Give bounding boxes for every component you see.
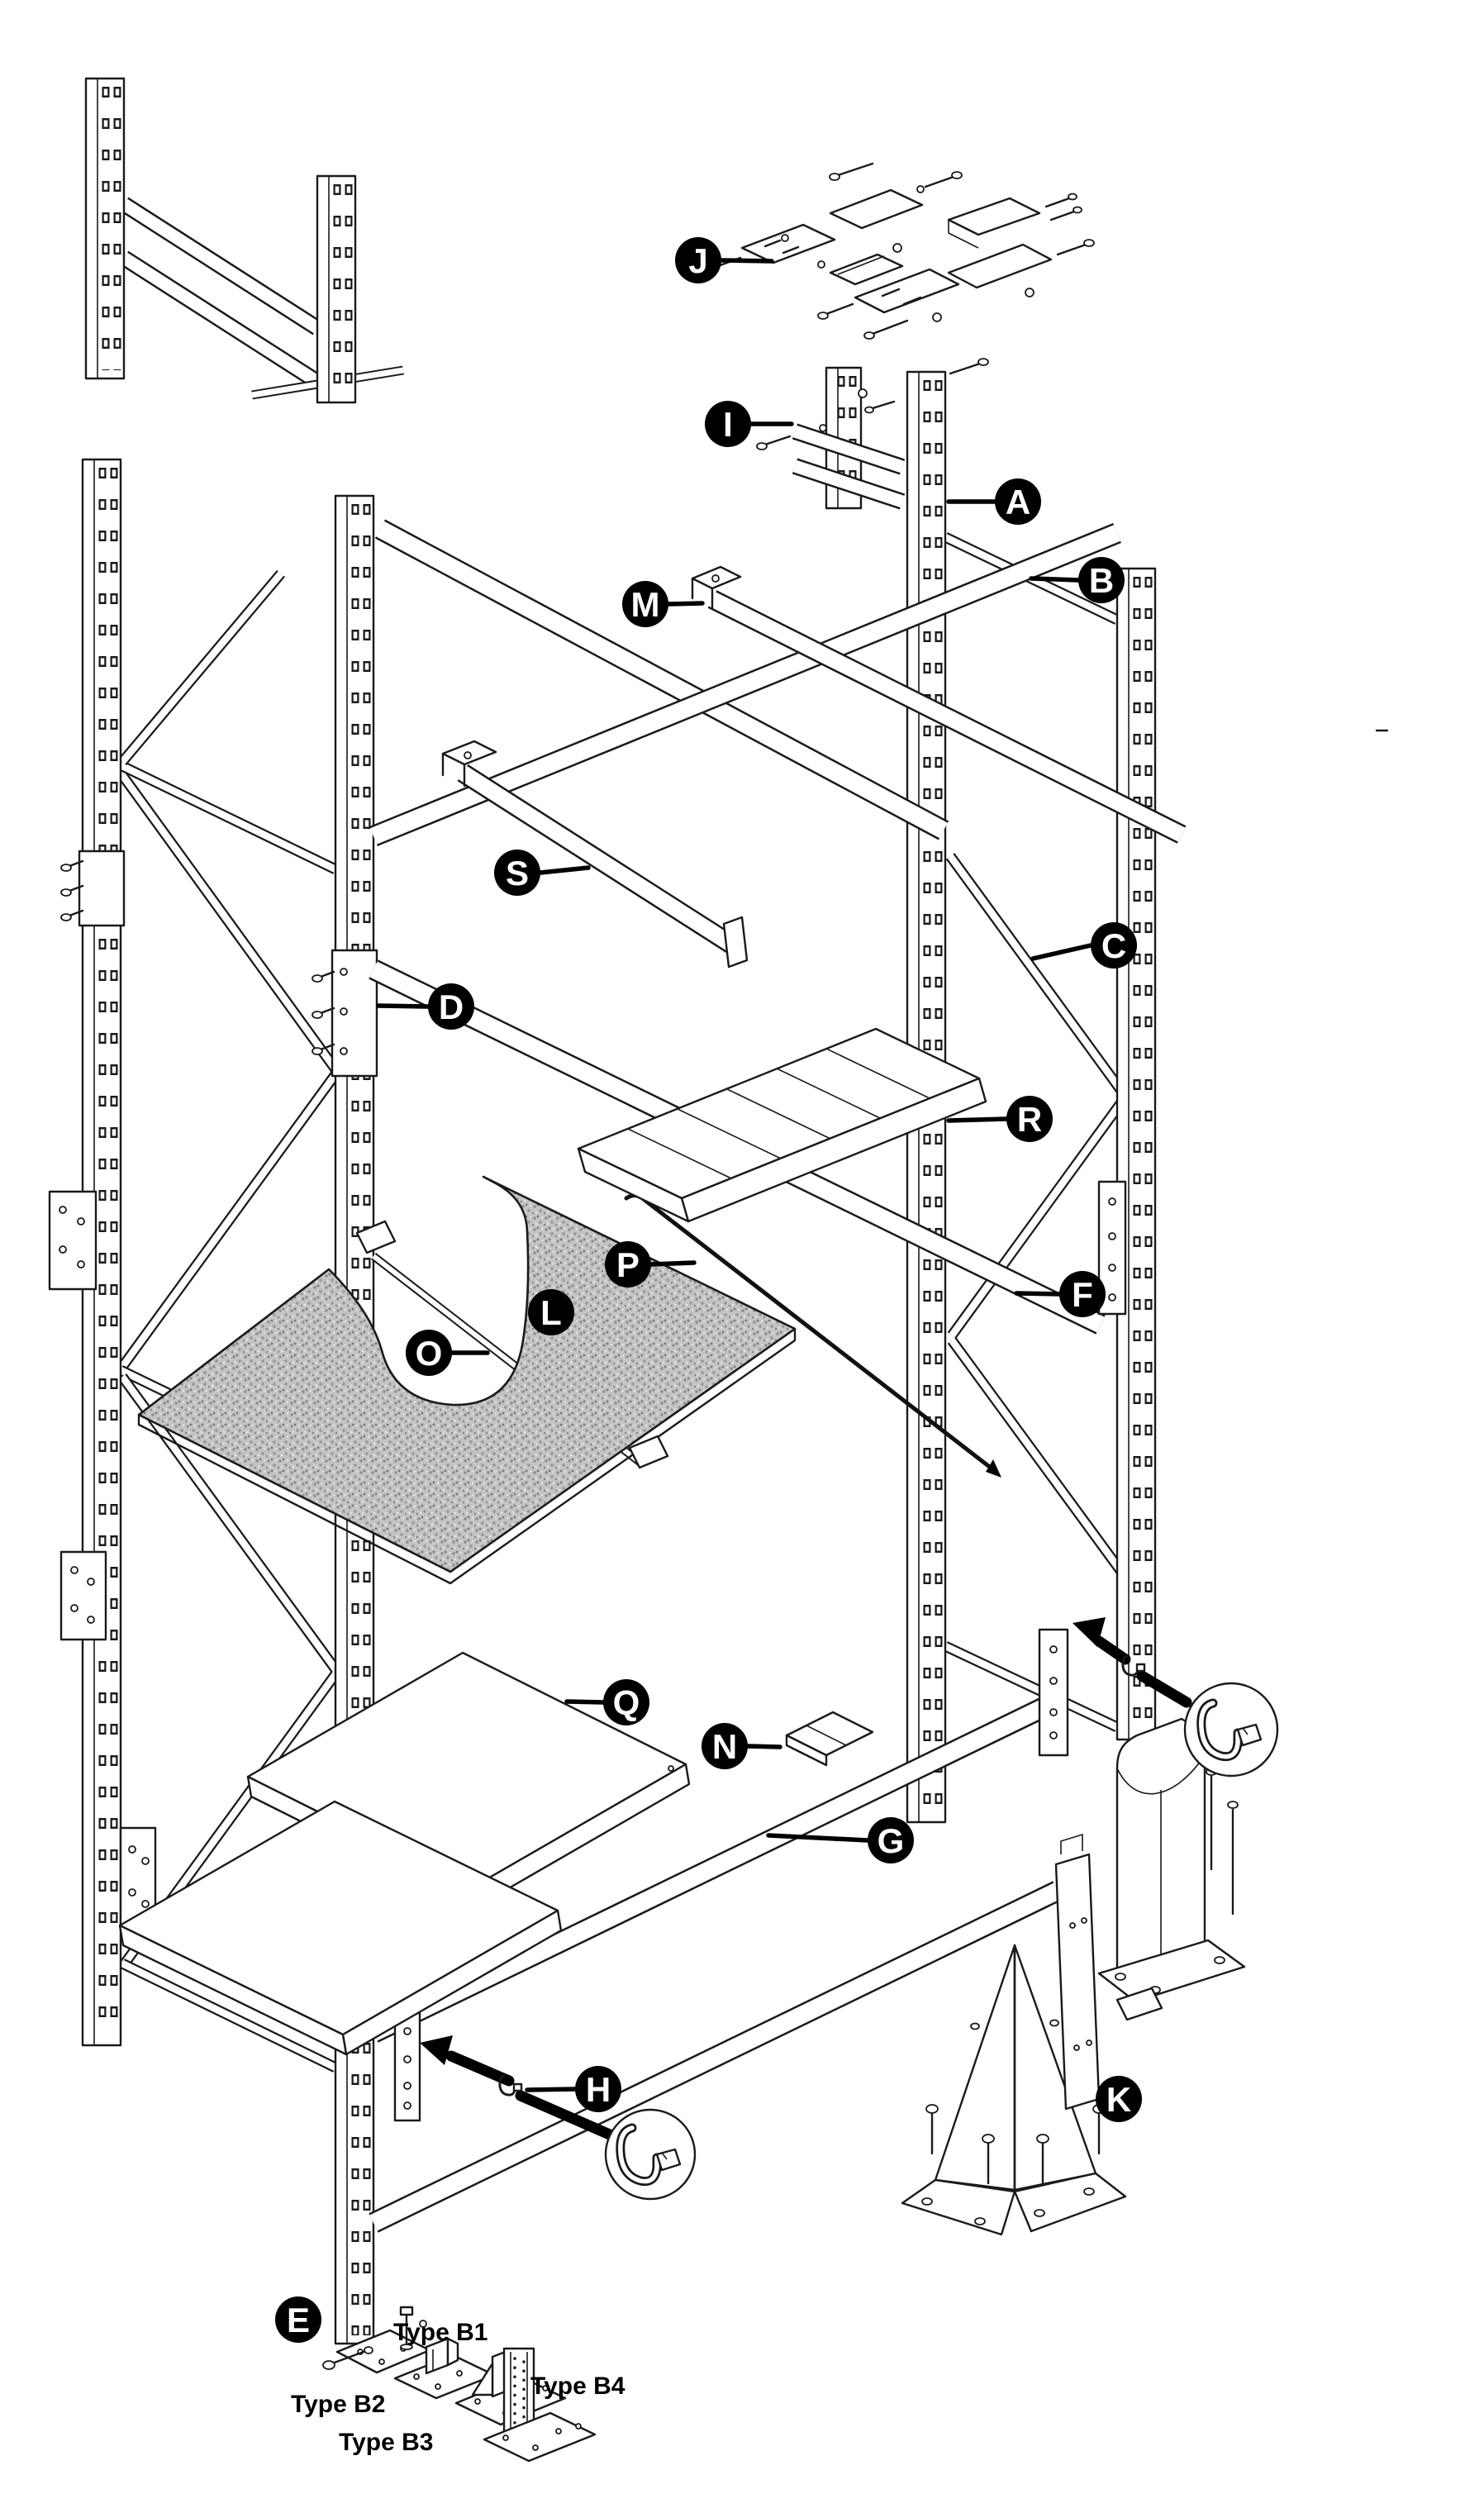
- type-b4-label: Type B4: [530, 2373, 625, 2400]
- corner-guard: [901, 1944, 1127, 2236]
- callout-letter-q: Q: [613, 1683, 640, 1722]
- callout-letter-c: C: [1101, 926, 1126, 965]
- callout-R: R: [946, 1096, 1053, 1142]
- magnifier-circle: [1183, 1682, 1279, 1778]
- callout-E: E: [275, 2296, 321, 2343]
- callout-letter-o: O: [416, 1334, 443, 1373]
- callout-letter-j: J: [688, 241, 707, 280]
- callout-letter-d: D: [439, 988, 464, 1026]
- slatted-deck-R: [577, 1027, 987, 1223]
- callout-letter-l: L: [540, 1293, 562, 1332]
- callouts: A B C D E F G H I J: [275, 237, 1142, 2343]
- splice-assembly-I: [756, 358, 989, 510]
- round-column-guard: [1097, 1717, 1246, 2021]
- frame-splice-rear: [60, 850, 126, 927]
- upright: [316, 174, 357, 404]
- beam-lock-hook-icon: [616, 2123, 682, 2187]
- callout-letter-k: K: [1106, 2080, 1131, 2119]
- top-left-frame-assembly: [84, 77, 404, 404]
- callout-H: H: [525, 2066, 621, 2112]
- callout-A: A: [946, 478, 1041, 525]
- guard-shim-plate: [1054, 1834, 1101, 2111]
- callout-C: C: [1030, 922, 1137, 969]
- type-b1-label: Type B1: [393, 2319, 488, 2346]
- support-bar-cap-M: [691, 565, 742, 610]
- wall-bracket: [48, 1190, 98, 1291]
- callout-J: J: [675, 237, 774, 283]
- hardware-kit-J: [699, 162, 1095, 340]
- callout-letter-f: F: [1072, 1275, 1093, 1314]
- hook-clip: [1121, 1654, 1146, 1677]
- frame-splice-front: [312, 949, 378, 1078]
- callout-O: O: [406, 1330, 490, 1376]
- callout-letter-m: M: [631, 585, 660, 624]
- callout-letter-s: S: [506, 854, 529, 892]
- rail-clip: [628, 1435, 669, 1469]
- shelf-clip-N: [785, 1711, 874, 1767]
- callout-letter-n: N: [712, 1727, 737, 1766]
- baseplate-type-b2: [393, 2337, 496, 2400]
- callout-Q: Q: [564, 1679, 649, 1725]
- support-bar-end-plate: [722, 916, 749, 969]
- type-b3-label: Type B3: [339, 2429, 433, 2456]
- magnifier-circle: [604, 2108, 697, 2201]
- base-plates-E: [322, 2306, 597, 2463]
- rail-clip: [355, 1220, 397, 1254]
- callout-G: G: [766, 1817, 914, 1863]
- callout-S: S: [494, 850, 591, 896]
- beam-lock-detail-left: [420, 2035, 697, 2201]
- top-beams: [369, 519, 1187, 969]
- wall-bracket: [59, 1550, 107, 1641]
- callout-letter-h: H: [586, 2070, 611, 2109]
- support-bar-cap-S: [441, 740, 497, 788]
- callout-K: K: [1096, 2076, 1142, 2122]
- callout-I: I: [705, 401, 794, 447]
- callout-letter-a: A: [1006, 483, 1030, 521]
- callout-M: M: [622, 581, 705, 627]
- hook-clip: [498, 2074, 523, 2097]
- insert-direction-arrow-icon: [1093, 1635, 1131, 1665]
- callout-N: N: [702, 1723, 782, 1769]
- callout-D: D: [376, 983, 474, 1030]
- column-guards-K: [901, 1717, 1246, 2236]
- upright: [84, 77, 126, 380]
- callout-letter-e: E: [287, 2301, 310, 2339]
- insert-direction-arrow-icon: [445, 2050, 515, 2087]
- floor-clip: [1115, 1987, 1163, 2021]
- callout-letter-p: P: [616, 1245, 640, 1284]
- baseplate-type-b4: [483, 2347, 597, 2463]
- rod-arrow-tip: [986, 1459, 1001, 1478]
- beam-lock-hook-icon: [1196, 1698, 1263, 1762]
- beam-lock-detail-right: [1073, 1617, 1279, 1778]
- callout-letter-i: I: [723, 405, 733, 444]
- callout-F: F: [1014, 1271, 1106, 1317]
- callout-letter-g: G: [878, 1821, 905, 1860]
- callout-B: B: [1029, 557, 1125, 603]
- callout-letter-b: B: [1089, 561, 1114, 600]
- callout-letter-r: R: [1017, 1100, 1042, 1139]
- type-b2-label: Type B2: [291, 2391, 385, 2418]
- beam-end-bracket: [1038, 1628, 1069, 1757]
- baseplate-type-b1: [322, 2306, 431, 2374]
- type-labels: Type B1 Type B2 Type B3 Type B4: [291, 2319, 625, 2456]
- callout-L: L: [528, 1289, 574, 1335]
- anchor-bolt: [1206, 1768, 1239, 1916]
- front-right-upright: [1115, 567, 1157, 1741]
- shelf-panel-Q2: [118, 1800, 563, 2056]
- callout-P: P: [605, 1241, 697, 1287]
- beam-end-bracket: [393, 2011, 421, 2122]
